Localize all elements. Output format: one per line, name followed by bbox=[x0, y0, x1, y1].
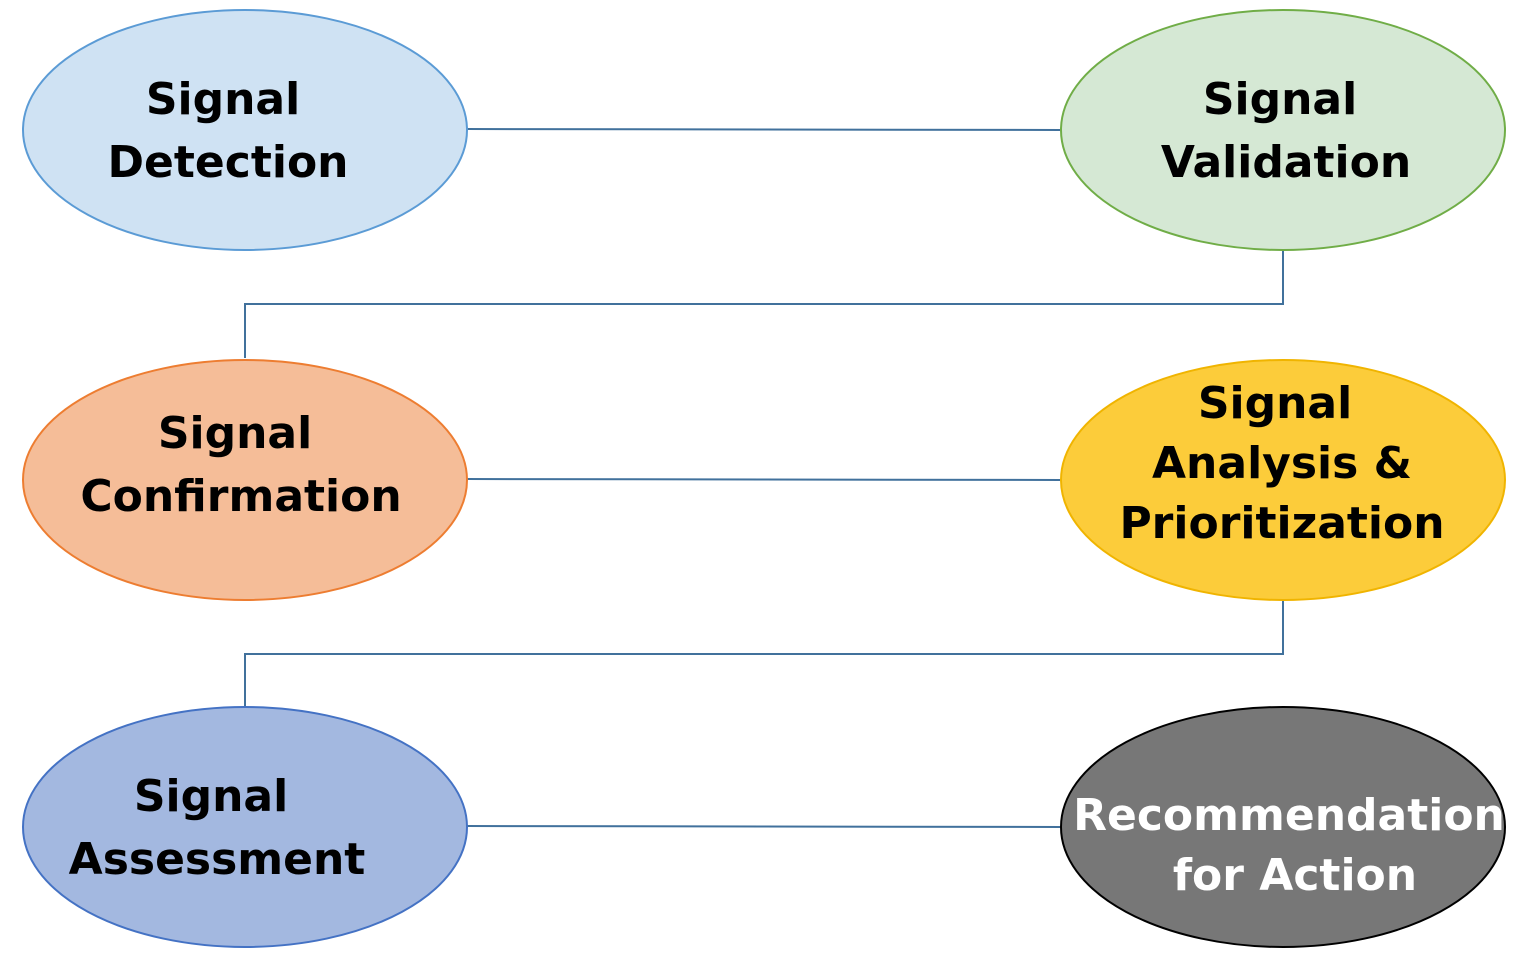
node-label-recommendation-for-action-line-1: Recommendation bbox=[1073, 790, 1505, 841]
process-nodes: SignalDetectionSignalValidationSignalCon… bbox=[22, 9, 1506, 948]
node-label-signal-validation-line-1: Signal bbox=[1203, 74, 1357, 125]
node-ellipse-signal-confirmation bbox=[22, 359, 468, 601]
connector-assessment-to-recommendation bbox=[466, 825, 1061, 828]
node-ellipse-signal-detection bbox=[22, 9, 468, 251]
node-label-signal-confirmation-line-1: Signal bbox=[158, 408, 312, 459]
node-label-signal-detection-line-1: Signal bbox=[146, 74, 300, 125]
node-label-recommendation-for-action-line-2: for Action bbox=[1173, 850, 1417, 901]
node-label-signal-detection-line-2: Detection bbox=[108, 137, 349, 188]
node-recommendation-for-action: Recommendation for Action bbox=[1060, 706, 1506, 948]
node-label-signal-analysis-prioritization-line-3: Prioritization bbox=[1119, 498, 1444, 549]
connectors bbox=[244, 128, 1284, 828]
node-label-signal-assessment-line-1: Signal bbox=[134, 771, 288, 822]
node-ellipse-signal-assessment bbox=[22, 706, 468, 948]
node-label-signal-analysis-prioritization-line-1: Signal bbox=[1198, 378, 1352, 429]
connector-analysis-to-assessment bbox=[244, 601, 1284, 706]
node-label-signal-assessment-line-2: Assessment bbox=[69, 834, 366, 885]
node-label-signal-analysis-prioritization-line-2: Analysis & bbox=[1152, 438, 1412, 489]
connector-validation-to-confirmation bbox=[244, 251, 1284, 358]
node-ellipse-signal-analysis-prioritization bbox=[1060, 359, 1506, 601]
connector-confirmation-to-analysis bbox=[466, 478, 1061, 481]
node-label-signal-validation-line-2: Validation bbox=[1161, 137, 1411, 188]
node-ellipse-recommendation-for-action bbox=[1060, 706, 1506, 948]
node-label-signal-confirmation-line-2: Confirmation bbox=[80, 471, 401, 522]
connector-detection-to-validation bbox=[466, 128, 1061, 131]
node-ellipse-signal-validation bbox=[1060, 9, 1506, 251]
